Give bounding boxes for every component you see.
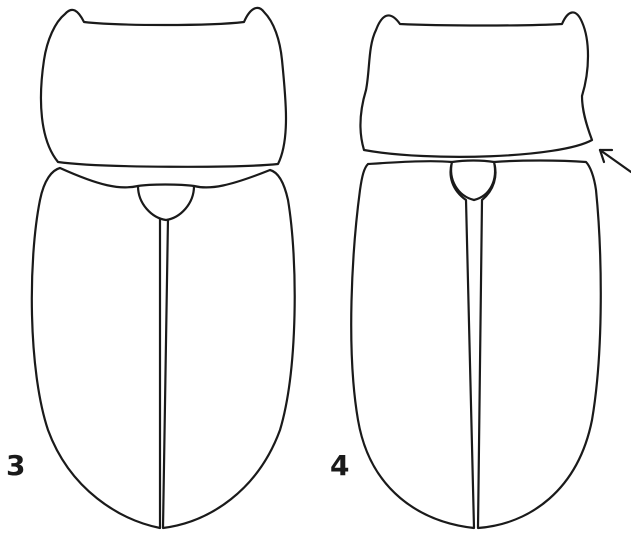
panel-label-3: 3 bbox=[6, 452, 25, 480]
pronotum-3 bbox=[41, 8, 286, 167]
right-elytron-3 bbox=[163, 170, 295, 528]
left-elytron-4 bbox=[351, 161, 474, 528]
pronotum-4 bbox=[360, 12, 592, 156]
panel-label-4: 4 bbox=[330, 452, 349, 480]
beetle-3 bbox=[32, 8, 295, 528]
arrow-icon bbox=[600, 150, 631, 172]
left-elytron-3 bbox=[32, 168, 160, 528]
beetle-4 bbox=[351, 12, 631, 528]
right-elytron-4 bbox=[478, 161, 601, 529]
